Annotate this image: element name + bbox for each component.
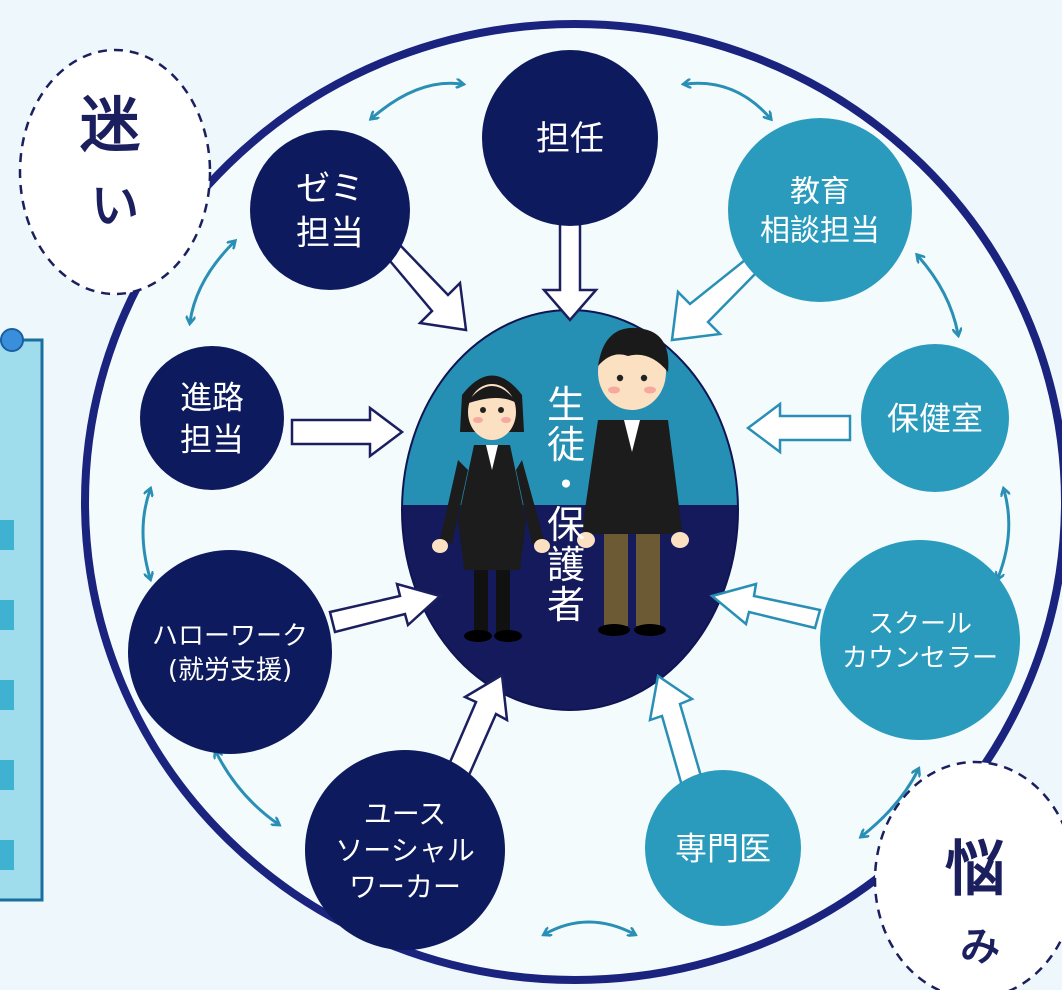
- connector-arc: [685, 83, 770, 118]
- node-label-line: ゼミ: [296, 169, 364, 209]
- node-health-room: 保健室: [861, 344, 1009, 492]
- student-boy-figure: [577, 327, 689, 636]
- node-label-line: 保健室: [887, 400, 983, 438]
- connectors: [141, 83, 1009, 934]
- badge-char-1: 迷: [80, 91, 141, 161]
- center-label-char: ・: [547, 463, 585, 507]
- arrow-from-hello-work: [328, 582, 443, 634]
- connector-arc: [141, 490, 150, 578]
- node-label-line: 担当: [296, 213, 364, 253]
- badge-char-2: い: [91, 178, 139, 234]
- arrow-from-counselor: [709, 582, 822, 630]
- node-label-line: ハローワーク: [152, 621, 308, 651]
- connector-arc: [216, 752, 278, 824]
- node-label-line: 進路: [180, 379, 244, 417]
- center-label: 生徒・保護者: [547, 383, 585, 627]
- node-label-line: スクール: [868, 609, 972, 639]
- arrow-from-education: [670, 258, 759, 342]
- node-homeroom-teacher: 担任: [482, 50, 658, 226]
- node-label-line: ユース: [364, 798, 447, 831]
- badge-char-2: み: [960, 924, 1000, 970]
- arrow-from-health: [745, 401, 852, 455]
- node-label-line: ワーカー: [349, 870, 461, 903]
- node-label-line: 担任: [536, 119, 604, 159]
- connector-arc: [862, 770, 918, 836]
- center-label-char: 護: [547, 543, 585, 587]
- node-label-line: 教育: [790, 174, 850, 209]
- worry-badge-bottom-right: 悩 み: [873, 760, 1062, 990]
- node-specialist-doctor: 専門医: [645, 770, 801, 926]
- badge-char-1: 悩: [945, 835, 1005, 905]
- node-label-line: カウンセラー: [842, 643, 998, 673]
- side-panel: [0, 328, 44, 902]
- connector-arc: [545, 920, 634, 934]
- center-label-char: 徒: [547, 423, 585, 467]
- arrow-from-career: [290, 405, 405, 459]
- connector-arc: [372, 83, 462, 118]
- node-label-line: 専門医: [675, 830, 771, 868]
- center-label-char: 生: [547, 383, 585, 427]
- node-hello-work: ハローワーク (就労支援): [128, 550, 332, 754]
- node-label-line: ソーシャル: [335, 834, 474, 867]
- node-label-line: 担当: [180, 420, 244, 458]
- connector-arc: [998, 490, 1009, 578]
- arrow-from-seminar: [383, 241, 468, 332]
- connector-arc: [918, 256, 958, 334]
- worry-badge-top-left: 迷 い: [18, 48, 212, 296]
- node-label-line: 相談担当: [760, 213, 880, 248]
- panel-pin-icon: [0, 328, 24, 352]
- center-label-char: 保: [547, 503, 585, 547]
- connector-arc: [190, 242, 234, 322]
- center-label-char: 者: [547, 583, 585, 627]
- node-label-line: (就労支援): [168, 655, 292, 685]
- arrow-from-homeroom: [541, 218, 599, 322]
- student-girl-figure: [432, 375, 550, 642]
